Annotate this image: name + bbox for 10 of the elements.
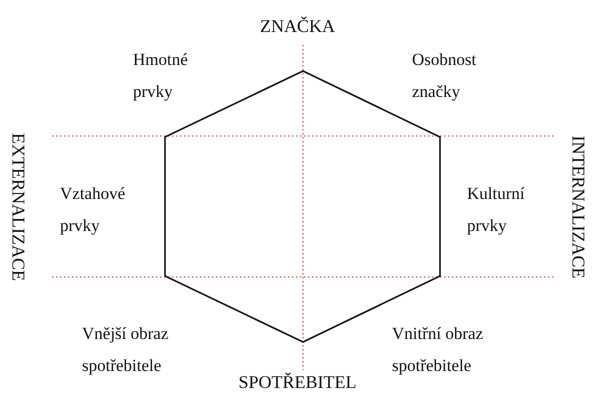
facet-label: Vztahové prvky: [60, 183, 126, 237]
facet-label: Osobnost značky: [412, 49, 478, 103]
facet-label: Hmotné prvky: [133, 49, 189, 103]
axis-label: EXTERNALIZACE: [8, 133, 28, 281]
diagram-title: ZNAČKA: [260, 16, 335, 36]
diagram-caption: SPOTŘEBITEL: [238, 372, 356, 392]
axis-label: INTERNALIZACE: [568, 136, 588, 278]
facet-label: Kulturní prvky: [467, 183, 526, 237]
facet-label: Vnitřní obraz spotřebitele: [392, 323, 484, 377]
facet-label: Vnější obraz spotřebitele: [82, 323, 170, 377]
